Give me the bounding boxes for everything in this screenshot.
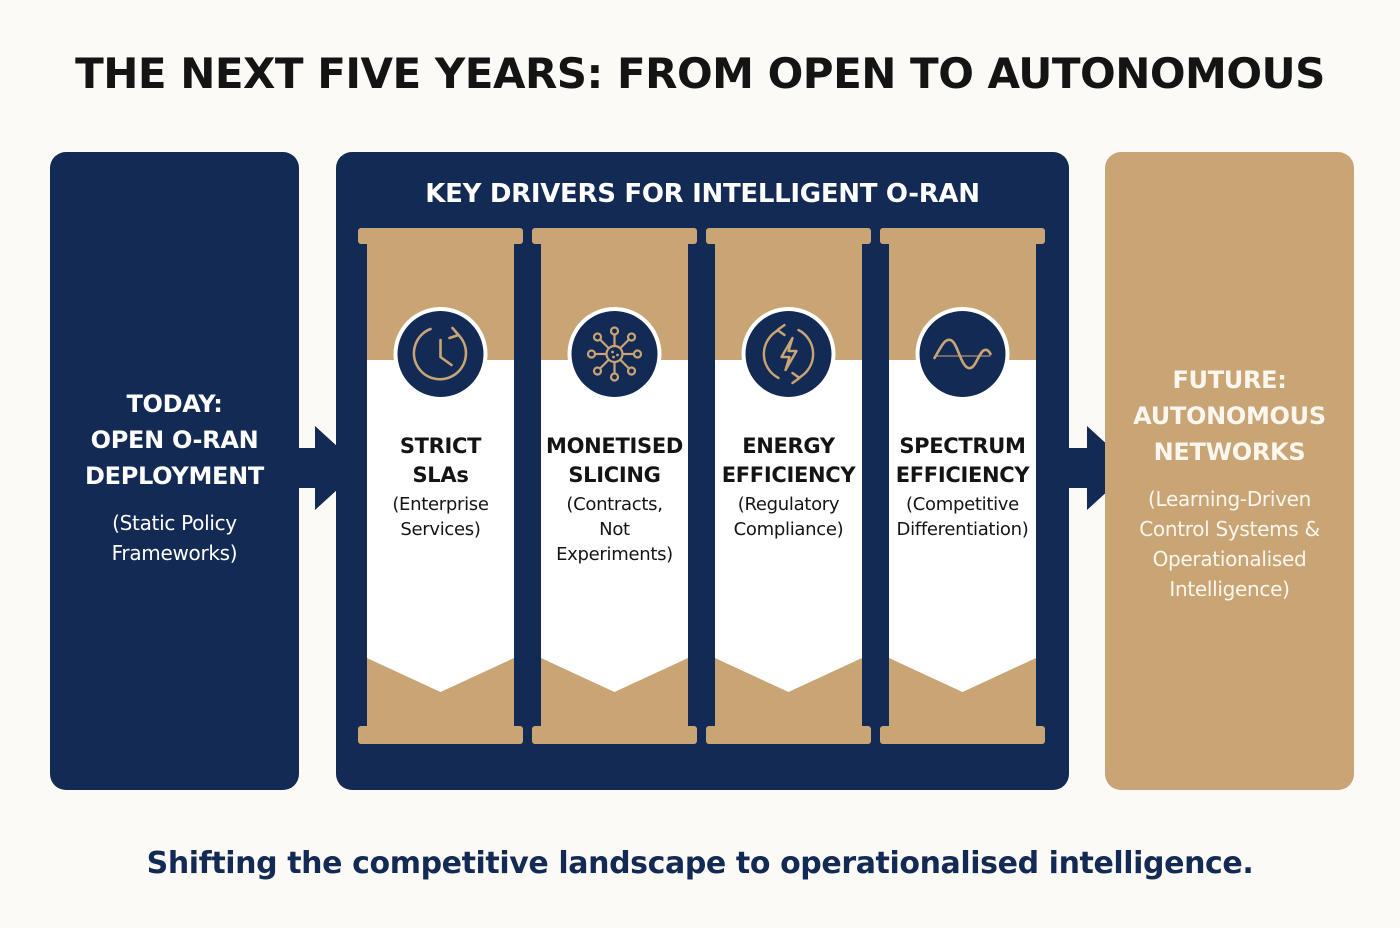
- driver-1-title-line: STRICT: [399, 434, 482, 458]
- future-panel: FUTURE: AUTONOMOUS NETWORKS (Learning-Dr…: [1105, 152, 1354, 790]
- key-drivers-title: KEY DRIVERS FOR INTELLIGENT O-RAN: [425, 179, 980, 209]
- driver-1-subtitle-line: (Enterprise: [392, 494, 489, 515]
- driver-column-1: [358, 228, 523, 744]
- future-subtitle-line: Intelligence): [1169, 577, 1290, 601]
- driver-1-title-line: SLAs: [412, 463, 469, 487]
- clock-icon: [393, 307, 488, 401]
- today-heading-line: TODAY:: [126, 390, 223, 418]
- page-title: THE NEXT FIVE YEARS: FROM OPEN TO AUTONO…: [75, 49, 1325, 98]
- driver-2-title-line: SLICING: [568, 463, 661, 487]
- driver-3-text: ENERGY EFFICIENCY (Regulatory Compliance…: [709, 432, 868, 542]
- driver-2-subtitle-line: Experiments): [556, 544, 673, 565]
- driver-1-subtitle-line: Services): [400, 519, 481, 540]
- driver-3-title-line: ENERGY: [742, 434, 835, 458]
- driver-1-text: STRICT SLAs (Enterprise Services): [367, 432, 514, 542]
- future-heading: FUTURE: AUTONOMOUS NETWORKS: [1105, 362, 1354, 470]
- today-text: TODAY: OPEN O-RAN DEPLOYMENT (Static Pol…: [50, 386, 299, 568]
- tagline: Shifting the competitive landscape to op…: [146, 846, 1254, 881]
- driver-4-title-line: SPECTRUM: [899, 434, 1026, 458]
- future-heading-line: NETWORKS: [1153, 438, 1306, 466]
- driver-4-subtitle-line: (Competitive: [906, 494, 1019, 515]
- today-heading-line: OPEN O-RAN: [90, 426, 259, 454]
- today-heading-line: DEPLOYMENT: [84, 462, 264, 490]
- driver-2-text: MONETISED SLICING (Contracts, Not Experi…: [535, 432, 694, 567]
- future-subtitle: (Learning-Driven Control Systems & Opera…: [1105, 484, 1354, 604]
- driver-4-subtitle-line: Differentiation): [896, 519, 1029, 540]
- driver-3-title-line: EFFICIENCY: [721, 463, 856, 487]
- today-subtitle: (Static Policy Frameworks): [50, 508, 299, 568]
- driver-3-subtitle-line: (Regulatory: [737, 494, 840, 515]
- today-subtitle-line: Frameworks): [111, 541, 238, 565]
- driver-4-text: SPECTRUM EFFICIENCY (Competitive Differe…: [883, 432, 1042, 542]
- network-hub-icon: [567, 307, 662, 401]
- driver-column-2: [532, 228, 697, 744]
- driver-4-title-line: EFFICIENCY: [895, 463, 1030, 487]
- today-heading: TODAY: OPEN O-RAN DEPLOYMENT: [50, 386, 299, 494]
- future-subtitle-line: (Learning-Driven: [1147, 487, 1312, 511]
- energy-bolt-icon: [741, 307, 836, 401]
- driver-column-4: [880, 228, 1045, 744]
- driver-2-subtitle-line: Not: [599, 519, 630, 540]
- driver-column-3: [706, 228, 871, 744]
- today-subtitle-line: (Static Policy: [112, 511, 237, 535]
- future-text: FUTURE: AUTONOMOUS NETWORKS (Learning-Dr…: [1105, 362, 1354, 604]
- arrow-right-icon: [1069, 426, 1133, 510]
- today-panel: TODAY: OPEN O-RAN DEPLOYMENT (Static Pol…: [50, 152, 299, 790]
- future-heading-line: AUTONOMOUS: [1133, 402, 1326, 430]
- future-subtitle-line: Control Systems &: [1139, 517, 1320, 541]
- key-drivers-panel: KEY DRIVERS FOR INTELLIGENT O-RAN: [336, 152, 1069, 790]
- wave-icon: [915, 307, 1010, 401]
- arrow-right-icon: [299, 426, 361, 510]
- driver-columns-graphic: [358, 228, 1045, 744]
- future-subtitle-line: Operationalised: [1152, 547, 1307, 571]
- driver-2-subtitle-line: (Contracts,: [566, 494, 663, 515]
- driver-2-title-line: MONETISED: [545, 434, 683, 458]
- future-heading-line: FUTURE:: [1172, 366, 1287, 394]
- driver-3-subtitle-line: Compliance): [733, 519, 844, 540]
